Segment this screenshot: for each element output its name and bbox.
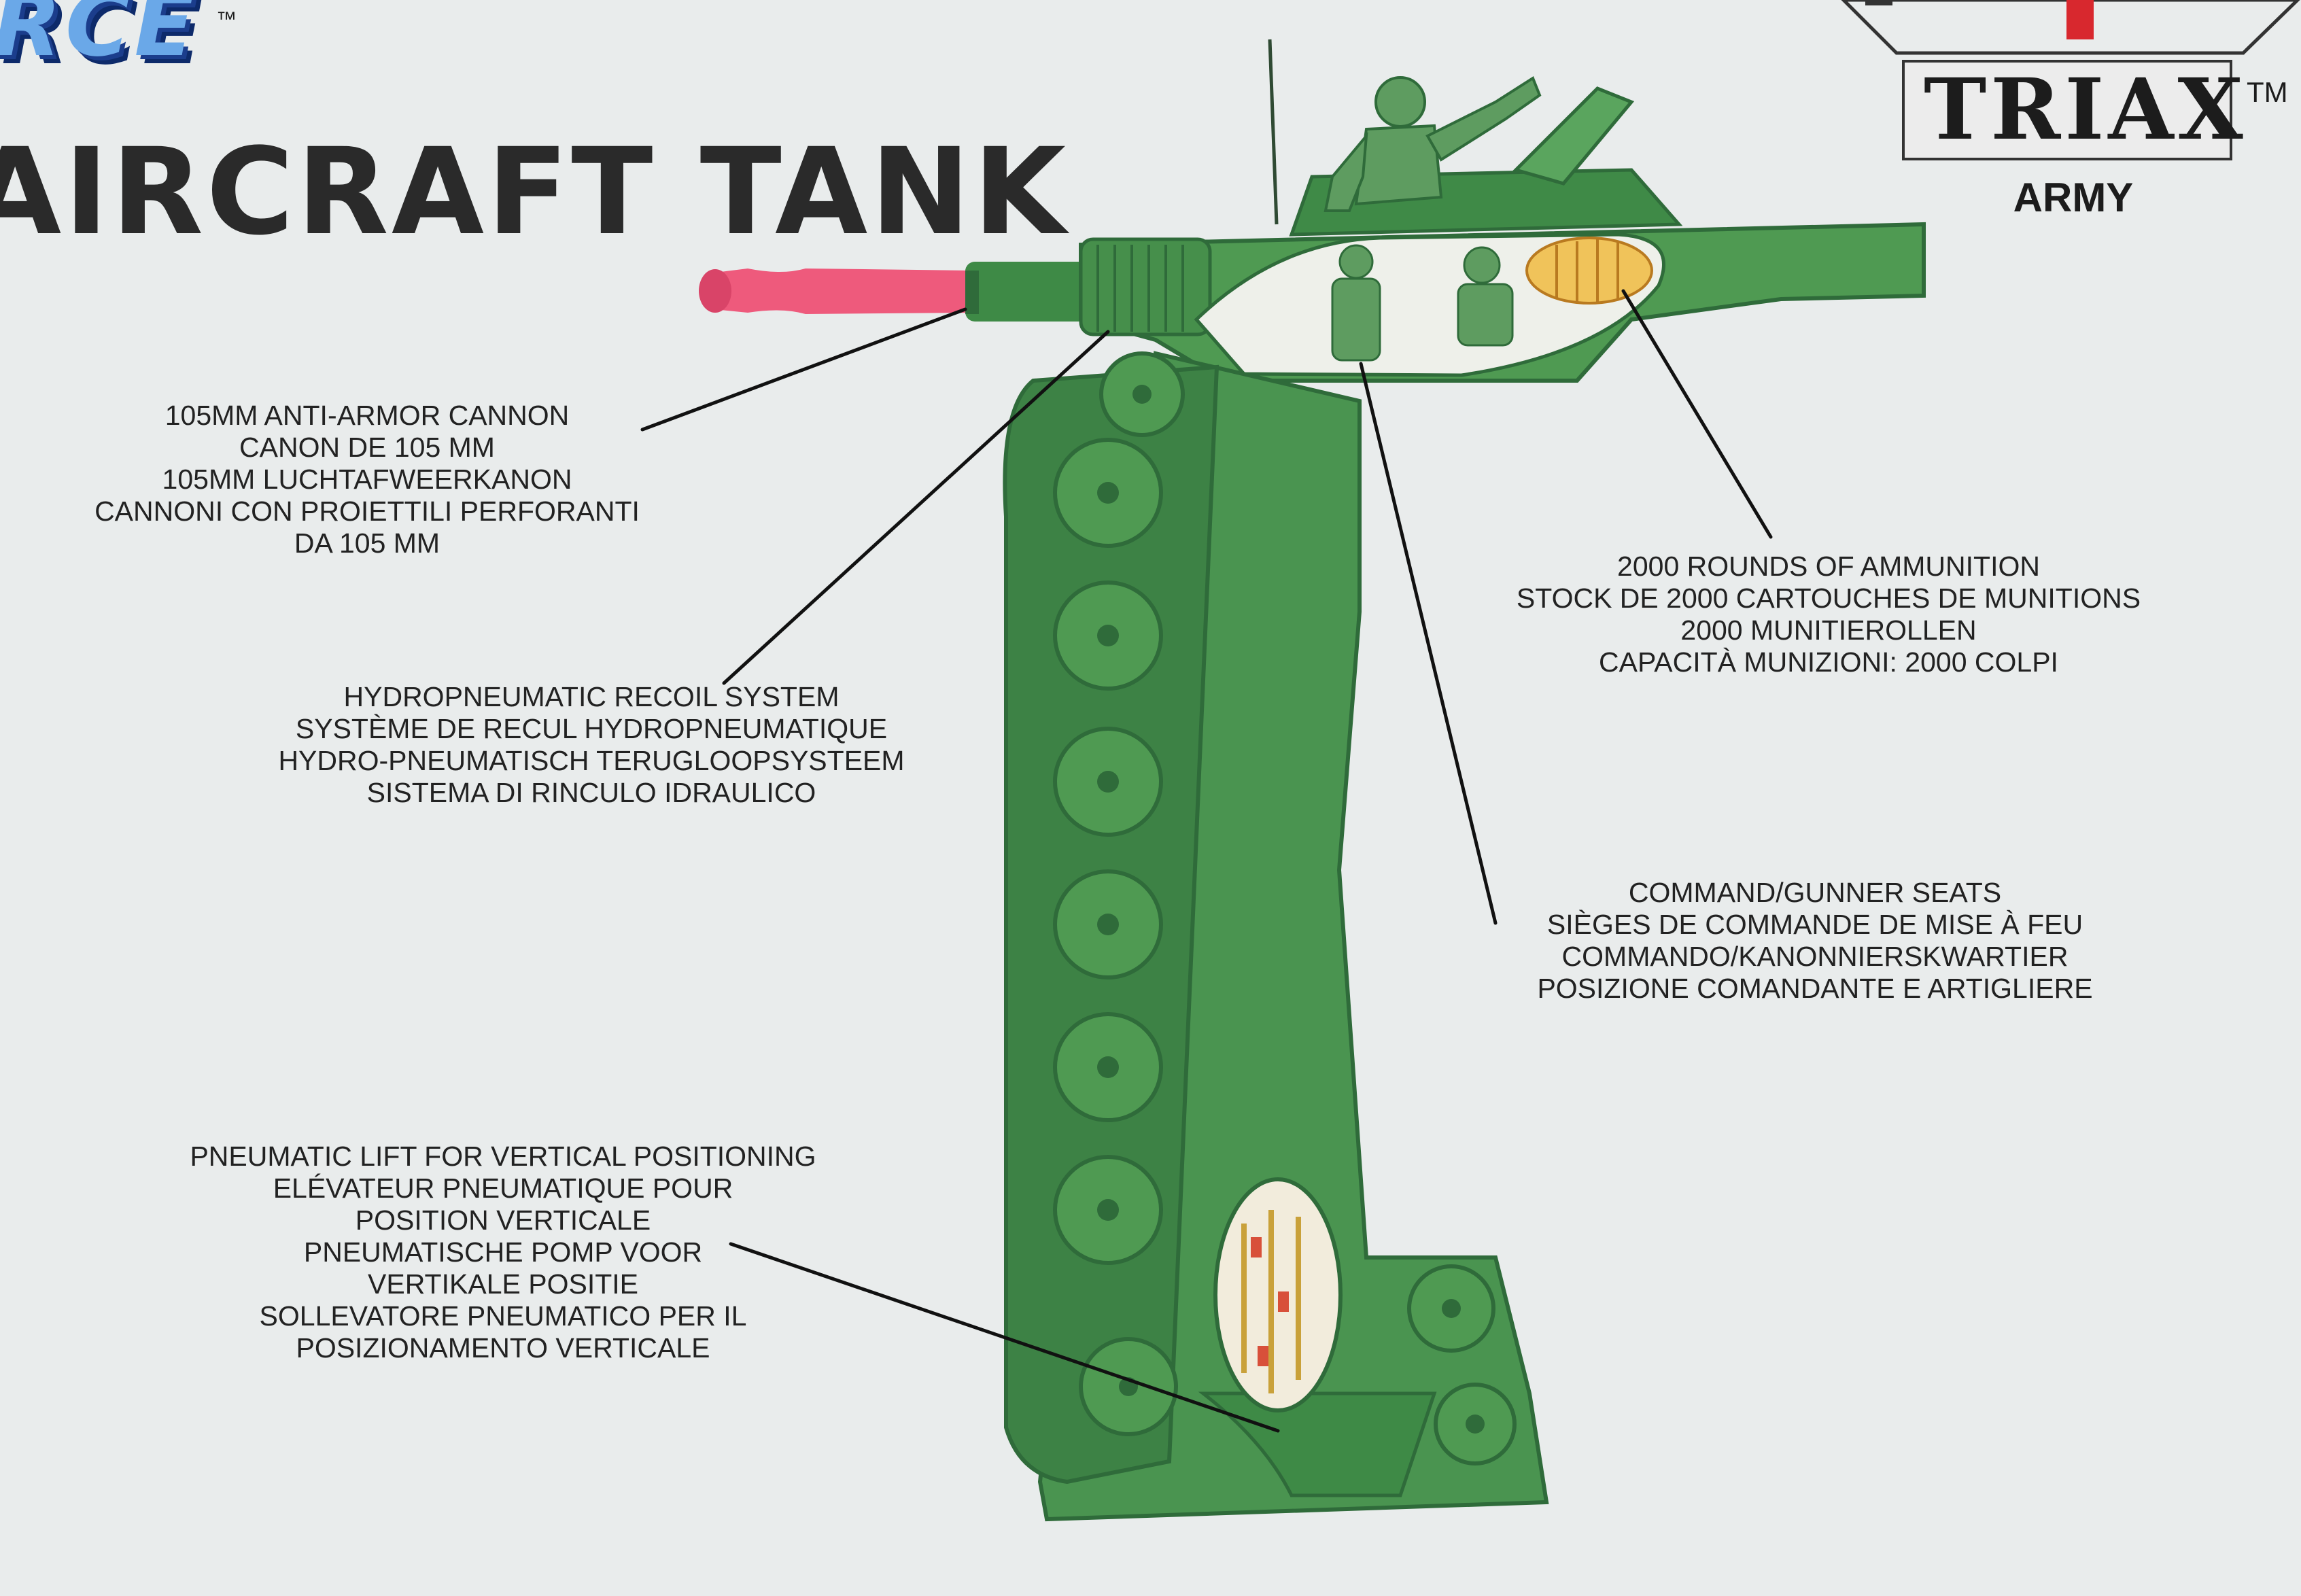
turret-hull [1079,86,1926,383]
page-title: AIRCRAFT TANK [0,122,1069,262]
callout-seats-line: COMMAND/GUNNER SEATS [1628,877,2002,908]
callout-ammo-line: 2000 ROUNDS OF AMMUNITION [1617,551,2040,582]
logo-trademark: TM [2247,76,2288,108]
brand-trademark: ™ [216,8,237,31]
callout-seats-line: SIÈGES DE COMMANDE DE MISE À FEU [1546,909,2083,940]
logo-box [1902,60,2232,160]
callout-lift-line: PNEUMATISCHE POMP VOOR [303,1236,703,1268]
brand-logo-fragment: RCE [0,0,199,76]
callout-cannon: 105MM ANTI-ARMOR CANNON CANON DE 105 MM … [88,400,646,559]
callout-ammo-line: STOCK DE 2000 CARTOUCHES DE MUNITIONS [1516,583,2141,614]
logo-subtitle: ARMY [2013,175,2134,220]
callout-seats: COMMAND/GUNNER SEATS SIÈGES DE COMMANDE … [1489,877,2141,1005]
ammunition-drum [1525,237,1653,305]
callout-seats-line: COMMANDO/KANONNIERSKWARTIER [1561,941,2069,972]
callout-lift: PNEUMATIC LIFT FOR VERTICAL POSITIONING … [136,1141,870,1364]
callout-ammo-line: 2000 MUNITIEROLLEN [1680,614,1977,646]
callout-recoil-line: SYSTÈME DE RECUL HYDROPNEUMATIQUE [295,713,888,744]
callout-cannon-line: 105MM ANTI-ARMOR CANNON [165,400,570,431]
callout-lift-line: ELÉVATEUR PNEUMATIQUE POUR [273,1173,733,1204]
callout-seats-line: POSIZIONE COMANDANTE E ARTIGLIERE [1537,973,2093,1004]
logo-wordmark: TRIAX [1924,60,2247,159]
callout-lift-line: POSITION VERTICALE [355,1204,651,1236]
leader-lines [640,289,1773,1433]
callout-recoil: HYDROPNEUMATIC RECOIL SYSTEM SYSTÈME DE … [224,681,958,809]
callout-recoil-line: HYDRO-PNEUMATISCH TERUGLOOPSYSTEEM [278,745,905,776]
callout-lift-line: SOLLEVATORE PNEUMATICO PER IL [259,1300,747,1332]
callout-cannon-line: 105MM LUCHTAFWEERKANON [162,464,572,495]
cannon-barrel [699,262,1128,322]
lower-hull [1003,351,1549,1522]
callout-cannon-line: CANON DE 105 MM [239,432,495,463]
callout-lift-line: POSIZIONAMENTO VERTICALE [296,1332,710,1364]
callout-lift-line: VERTIKALE POSITIE [368,1268,638,1300]
callout-cannon-line: CANNONI CON PROIETTILI PERFORANTI [94,496,640,527]
callout-cannon-line: DA 105 MM [294,527,440,559]
callout-lift-line: PNEUMATIC LIFT FOR VERTICAL POSITIONING [190,1141,816,1172]
callout-ammo: 2000 ROUNDS OF AMMUNITION STOCK DE 2000 … [1475,551,2182,678]
callout-recoil-line: SISTEMA DI RINCULO IDRAULICO [366,777,816,808]
antenna [1268,39,1279,225]
commander-figure [1323,76,1542,212]
callout-recoil-line: HYDROPNEUMATIC RECOIL SYSTEM [343,681,840,712]
callout-ammo-line: CAPACITÀ MUNIZIONI: 2000 COLPI [1599,646,2058,678]
